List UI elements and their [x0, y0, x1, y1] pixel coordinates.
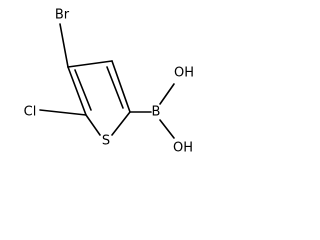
molecule-diagram: Br Cl S B OH OH	[24, 8, 194, 156]
boron-label: B	[152, 105, 161, 120]
bond-c4-br	[59, 23, 69, 68]
hydroxyl-bottom-label: OH	[173, 141, 193, 156]
bond-b-oh-top	[159, 83, 175, 105]
bond-s-c2	[111, 111, 131, 136]
structure-canvas: Br Cl S B OH OH	[0, 0, 204, 162]
sulfur-label: S	[102, 134, 110, 149]
hydroxyl-top-label: OH	[174, 66, 194, 81]
bond-b-oh-bottom	[159, 119, 175, 139]
bond-c4-c5	[67, 66, 87, 116]
bond-c2-c3	[111, 60, 131, 113]
bromine-label: Br	[55, 8, 70, 23]
bond-c3-c4	[67, 60, 113, 68]
bond-c4-c5-double	[74, 69, 92, 111]
bond-c5-cl	[39, 109, 87, 116]
bond-c5-s	[85, 114, 101, 136]
chlorine-label: Cl	[24, 105, 37, 120]
bond-c2-c3-double	[106, 66, 124, 109]
